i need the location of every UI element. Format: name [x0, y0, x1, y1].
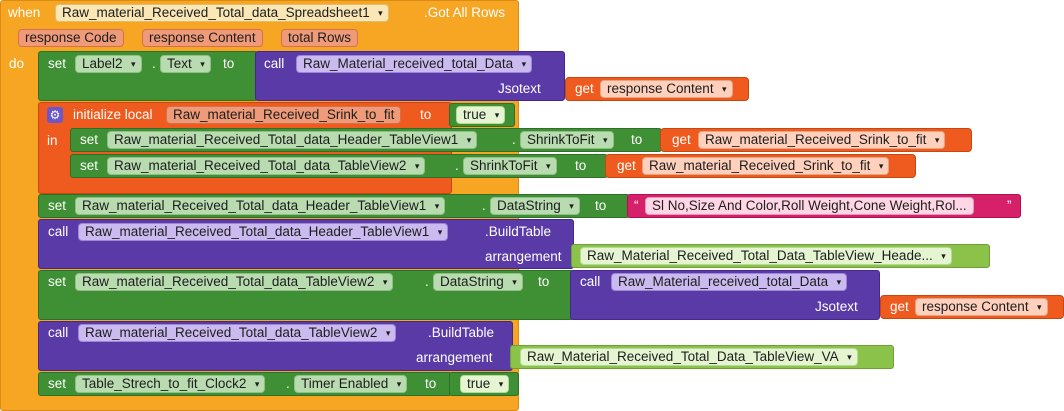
set-label2-text-block[interactable] [38, 51, 258, 101]
chevron-down-icon: ▾ [414, 161, 420, 171]
chevron-down-icon: ▾ [466, 135, 472, 145]
chevron-down-icon: ▾ [382, 277, 388, 287]
quote-close: ” [1007, 198, 1012, 213]
chevron-down-icon: ▾ [603, 135, 608, 145]
component-dropdown[interactable]: Raw_material_Received_Total_data_TableVi… [78, 324, 397, 342]
get-keyword: get [890, 299, 909, 314]
initialize-local-keyword: initialize local [73, 107, 153, 122]
property-dropdown[interactable]: ShrinkToFit▾ [463, 157, 557, 175]
property-dropdown[interactable]: Timer Enabled▾ [294, 375, 408, 393]
chevron-down-icon: ▾ [378, 8, 383, 18]
arg-label: arrangement [416, 350, 493, 365]
event-name: .Got All Rows [424, 5, 506, 20]
chevron-down-icon: ▾ [569, 201, 574, 211]
call-keyword: call [48, 325, 69, 340]
get-keyword: get [575, 81, 594, 96]
to-keyword: to [425, 376, 437, 391]
chevron-down-icon: ▾ [434, 201, 440, 211]
component-dropdown[interactable]: Raw_material_Received_Total_data_TableVi… [107, 157, 426, 175]
when-keyword: when [8, 5, 41, 20]
dot-separator: . [482, 198, 486, 213]
property-dropdown[interactable]: DataString▾ [490, 197, 580, 215]
to-keyword: to [420, 107, 432, 122]
component-dropdown[interactable]: Raw_Material_Received_Total_Data_TableVi… [520, 348, 858, 366]
call-keyword: call [264, 56, 285, 71]
chevron-down-icon: ▾ [521, 59, 527, 69]
chevron-down-icon: ▾ [498, 379, 504, 389]
text-value[interactable]: Sl No,Size And Color,Roll Weight,Cone We… [645, 197, 974, 215]
true-dropdown[interactable]: true▾ [460, 375, 510, 393]
arg-label: Jsotext [815, 299, 858, 314]
chevron-down-icon: ▾ [878, 161, 884, 171]
variable-dropdown[interactable]: response Content▾ [600, 80, 733, 98]
component-dropdown[interactable]: Raw_material_Received_Total_data_Header_… [107, 131, 478, 149]
dot-separator: . [425, 274, 429, 289]
to-keyword: to [575, 158, 587, 173]
component-dropdown[interactable]: Label2▾ [75, 55, 142, 73]
component-dropdown[interactable]: Table_Strech_to_fit_Clock2▾ [75, 375, 266, 393]
method-name: .BuildTable [485, 224, 552, 239]
to-keyword: to [631, 132, 643, 147]
set-keyword: set [48, 274, 67, 289]
set-keyword: set [48, 376, 67, 391]
set-keyword: set [80, 158, 99, 173]
chevron-down-icon: ▾ [722, 84, 727, 94]
set-keyword: set [48, 198, 67, 213]
param-response-content[interactable]: response Content [142, 29, 263, 47]
variable-dropdown[interactable]: Raw_material_Received_Srink_to_fit▾ [642, 157, 890, 175]
set-keyword: set [48, 56, 67, 71]
call-keyword: call [48, 224, 69, 239]
variable-dropdown[interactable]: response Content▾ [915, 298, 1048, 316]
in-keyword: in [47, 133, 58, 148]
dot-separator: . [152, 56, 156, 71]
component-dropdown[interactable]: Raw_Material_Received_Total_Data_TableVi… [580, 247, 952, 265]
property-dropdown[interactable]: Text▾ [160, 55, 211, 73]
property-dropdown[interactable]: ShrinkToFit▾ [520, 131, 614, 149]
event-component-dropdown[interactable]: Raw_material_Received_Total_data_Spreads… [55, 4, 389, 22]
dot-separator: . [286, 376, 290, 391]
dot-separator: . [512, 132, 516, 147]
component-dropdown[interactable]: Raw_material_Received_Total_data_Header_… [78, 223, 449, 241]
chevron-down-icon: ▾ [836, 277, 842, 287]
chevron-down-icon: ▾ [934, 135, 940, 145]
method-name: .BuildTable [428, 325, 495, 340]
chevron-down-icon: ▾ [1037, 302, 1042, 312]
chevron-down-icon: ▾ [200, 59, 205, 69]
to-keyword: to [538, 274, 550, 289]
param-total-rows[interactable]: total Rows [281, 29, 359, 47]
chevron-down-icon: ▾ [512, 277, 517, 287]
chevron-down-icon: ▾ [437, 227, 443, 237]
chevron-down-icon: ▾ [546, 161, 551, 171]
get-keyword: get [617, 158, 636, 173]
chevron-down-icon: ▾ [847, 352, 852, 362]
component-dropdown[interactable]: Raw_material_Received_Total_data_TableVi… [75, 273, 394, 291]
set-keyword: set [80, 132, 99, 147]
true-dropdown[interactable]: true▾ [456, 106, 506, 124]
property-dropdown[interactable]: DataString▾ [433, 273, 523, 291]
arg-label: arrangement [485, 249, 562, 264]
chevron-down-icon: ▾ [131, 59, 136, 69]
arg-label: Jsotext [498, 81, 541, 96]
quote-open: “ [634, 198, 639, 213]
call-keyword: call [580, 274, 601, 289]
do-keyword: do [9, 56, 25, 71]
variable-dropdown[interactable]: Raw_material_Received_Srink_to_fit▾ [698, 131, 946, 149]
chevron-down-icon: ▾ [254, 379, 260, 389]
method-dropdown[interactable]: Raw_Material_received_total_Data▾ [611, 273, 848, 291]
chevron-down-icon: ▾ [396, 379, 402, 389]
dot-separator: . [455, 158, 459, 173]
chevron-down-icon: ▾ [494, 110, 500, 120]
chevron-down-icon: ▾ [385, 328, 391, 338]
to-keyword: to [223, 56, 235, 71]
method-dropdown[interactable]: Raw_Material_received_total_Data▾ [296, 55, 533, 73]
to-keyword: to [595, 198, 607, 213]
local-variable-name[interactable]: Raw_material_Received_Srink_to_fit [166, 106, 402, 124]
chevron-down-icon: ▾ [941, 251, 946, 261]
gear-icon[interactable]: ⚙ [47, 107, 63, 123]
get-keyword: get [672, 132, 691, 147]
param-response-code[interactable]: response Code [18, 29, 124, 47]
component-dropdown[interactable]: Raw_material_Received_Total_data_Header_… [75, 197, 446, 215]
